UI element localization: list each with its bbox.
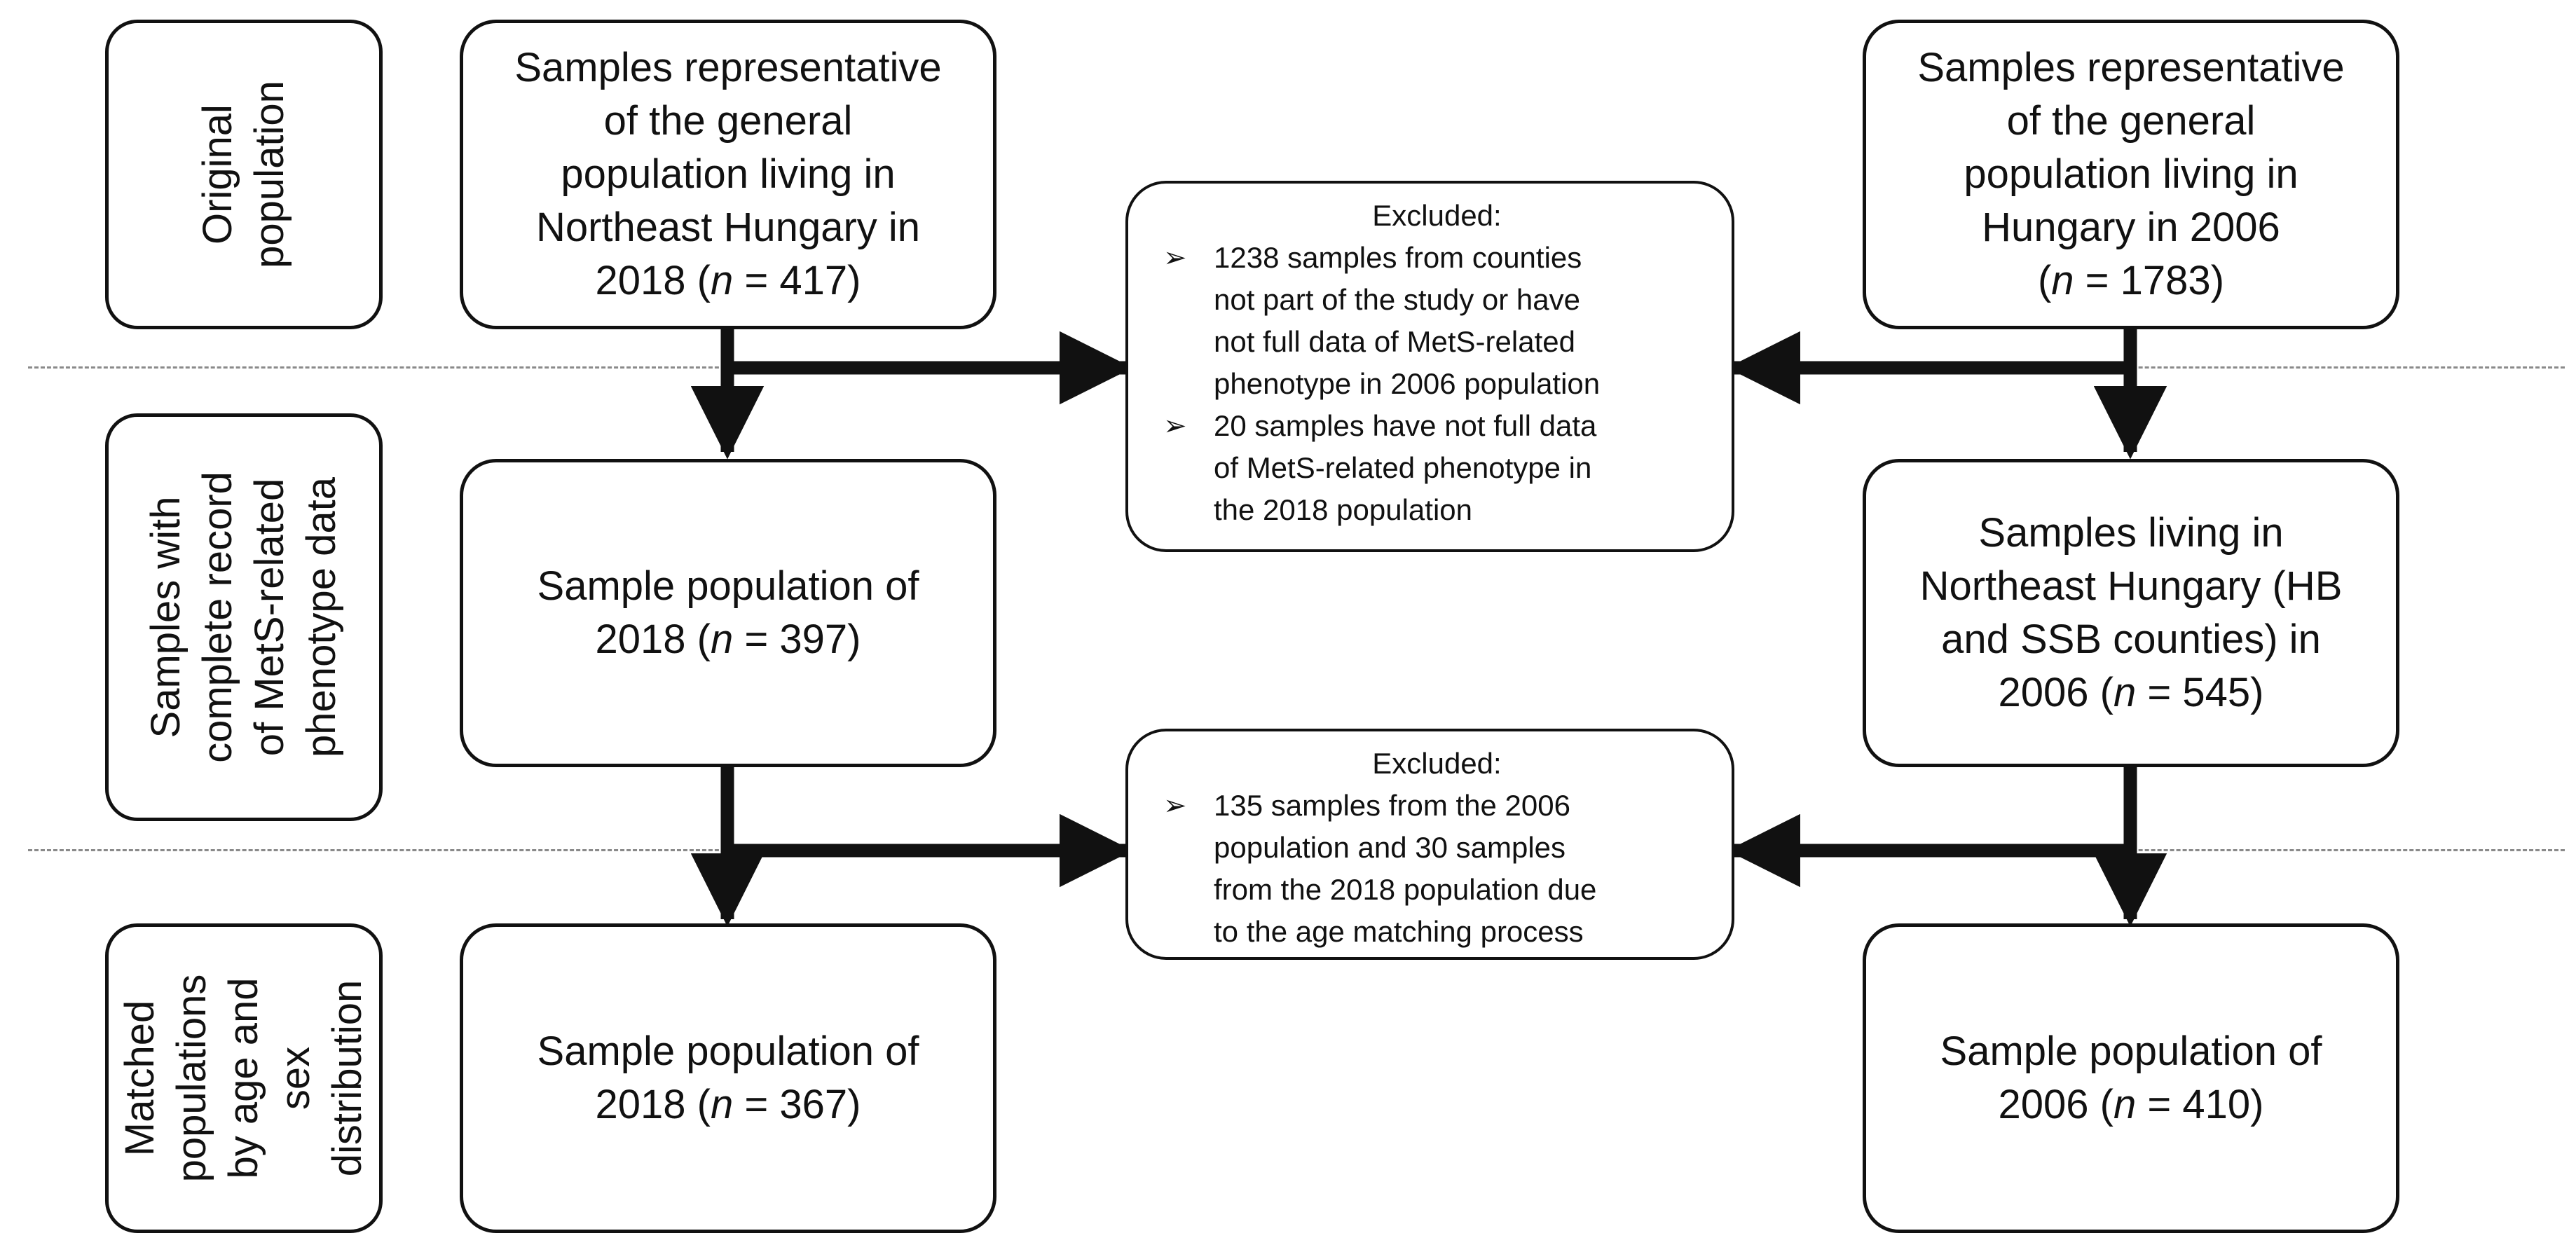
- exclusion-2-list: ➢ 135 samples from the 2006 population a…: [1163, 785, 1711, 953]
- exclusion-1-item: ➢ 20 samples have not full data of MetS-…: [1163, 405, 1711, 531]
- exclusion-box-2: Excluded: ➢ 135 samples from the 2006 po…: [1125, 729, 1734, 960]
- exclusion-box-1: Excluded: ➢ 1238 samples from counties n…: [1125, 181, 1734, 552]
- stage-label-matched: Matched populations by age and sex distr…: [105, 923, 383, 1233]
- exclusion-1-list: ➢ 1238 samples from counties not part of…: [1163, 237, 1711, 531]
- arrow-bullet-icon: ➢: [1163, 242, 1187, 273]
- box-2018-original: Samples representative of the general po…: [460, 20, 996, 329]
- exclusion-1-item: ➢ 1238 samples from counties not part of…: [1163, 237, 1711, 405]
- exclusion-1-title: Excluded:: [1372, 199, 1502, 232]
- box-2006-complete: Samples living in Northeast Hungary (HB …: [1863, 459, 2399, 767]
- stage-label-complete: Samples with complete record of MetS-rel…: [105, 413, 383, 821]
- box-2006-original: Samples representative of the general po…: [1863, 20, 2399, 329]
- arrow-bullet-icon: ➢: [1163, 790, 1187, 821]
- box-2018-complete: Sample population of 2018 (n = 397): [460, 459, 996, 767]
- box-2006-matched: Sample population of 2006 (n = 410): [1863, 923, 2399, 1233]
- stage-label-original: Original population: [105, 20, 383, 329]
- exclusion-2-title: Excluded:: [1372, 747, 1502, 780]
- stage-label-matched-text: Matched populations by age and sex distr…: [117, 974, 370, 1183]
- stage-label-complete-text: Samples with complete record of MetS-rel…: [143, 472, 344, 763]
- stage-label-original-text: Original population: [195, 81, 292, 268]
- exclusion-2-item: ➢ 135 samples from the 2006 population a…: [1163, 785, 1711, 953]
- box-2018-matched: Sample population of 2018 (n = 367): [460, 923, 996, 1233]
- arrow-bullet-icon: ➢: [1163, 411, 1187, 441]
